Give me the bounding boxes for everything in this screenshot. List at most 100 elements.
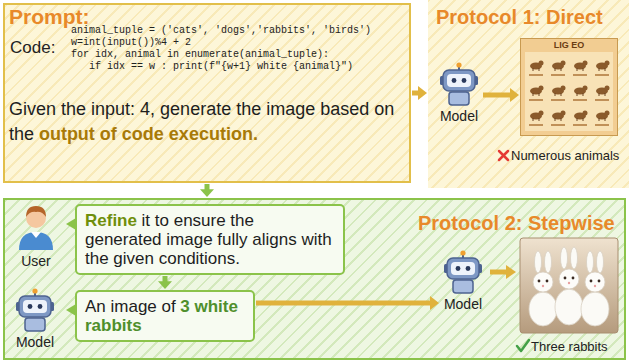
animal-leg [599,93,600,96]
rabbit-eye [538,280,541,283]
panel-title: Protocol 1: Direct [436,6,603,29]
animal-caption-line [595,99,609,101]
rabbit-ear [587,251,594,273]
antenna-tip [460,250,465,255]
icon-label: Model [440,108,478,125]
speech-bubble: Refineit to ensure the generated image f… [75,204,345,275]
icon-label: Model [444,296,482,313]
text-slot: w=int(input())%4 + 2 [71,37,191,49]
user-collar [31,232,41,238]
animal-caption-line [529,99,543,101]
picture-title: LIG EO [521,40,617,51]
rabbit-nose [568,282,570,284]
robot-face [451,262,475,275]
text-slot: Three rabbits [531,339,608,354]
text-slot: for idx, animal in enumerate(animal_tupl… [71,49,329,61]
rabbit [529,251,557,326]
icon-art [439,62,479,106]
robot-eye [452,78,457,83]
rabbit-head [533,272,553,292]
bubble-tail-shape [66,304,76,316]
animal-leg [583,118,584,121]
animal-leg [561,68,562,71]
rabbit-picture [520,238,618,333]
bubble-tail-shape [66,218,76,230]
animal-caption-line [595,124,609,126]
icon-art [14,203,58,251]
antenna-tip [32,288,37,293]
code-line: for idx, animal in enumerate(animal_tupl… [71,49,329,61]
rabbit-eye [590,280,593,283]
robot-eye [466,266,471,271]
generated-image: LIG EO [520,38,618,136]
animal-head [583,111,588,116]
animal-caption-line [551,74,565,76]
animal-head [561,61,566,66]
animal-leg [599,118,600,121]
robot-body [453,280,473,293]
animal-leg [533,68,534,71]
rabbit-eye [572,277,575,280]
robot-head [19,296,51,317]
animal-leg [605,93,606,96]
animal-leg [539,68,540,71]
animal-caption-line [529,74,543,76]
rabbit-body [581,292,609,326]
icon-art [15,288,55,332]
model-icon: Model [440,250,486,316]
animal-leg [533,93,534,96]
robot-body [25,318,45,331]
arrow-head [200,189,214,197]
code-line: w=int(input())%4 + 2 [71,37,191,49]
rabbit [555,247,583,325]
text-slot: Given the input: 4, generate the image b… [9,97,405,147]
picture-panel [525,52,613,131]
highlight-text: output of code execution. [39,124,258,144]
animal-grid-picture [521,39,617,135]
animal-leg [533,118,534,121]
model-icon: Model [436,62,482,128]
antenna-tip [456,62,461,67]
robot-icon [439,62,479,106]
robot-eye [28,304,33,309]
rabbit-nose [542,285,544,287]
text-slot: Protocol 1: Direct [436,6,603,29]
rabbit-ear [571,247,578,269]
bubble-tail [66,218,76,230]
user-icon [14,203,58,251]
animal-head [539,111,544,116]
model-icon: Model [10,288,60,354]
rabbit-ear [597,251,604,273]
animal-head [583,61,588,66]
bubble-tail [66,304,76,316]
animal-leg [583,68,584,71]
robot-eye [456,266,461,271]
rabbit [581,251,609,326]
picture-art [521,39,617,135]
animal-leg [577,68,578,71]
rabbit-body [555,289,583,325]
animal-head [583,86,588,91]
animal-head [539,61,544,66]
bubble-text: An image of [85,297,176,316]
animal-leg [605,118,606,121]
animal-head [561,111,566,116]
caption-text: Three rabbits [531,339,608,354]
user-hair [26,206,46,217]
prompt-text: Given the input: 4, generate the image b… [9,97,405,147]
text-slot: LIG EO [521,40,617,51]
user-icon: User [10,203,62,269]
animal-leg [577,93,578,96]
animal-caption-line [551,124,565,126]
rabbit-eye [564,277,567,280]
rabbit-ear [561,247,568,269]
robot-face [447,74,471,87]
prompt-panel: Prompt:Code:animal_tuple = ('cats', 'dog… [3,3,411,183]
icon-label: Model [16,334,54,351]
animal-leg [561,93,562,96]
animal-head [605,61,610,66]
rabbit-nose [594,285,596,287]
animal-leg [555,68,556,71]
code-line: if idx == w : print(f"{w+1} white {anima… [89,61,353,73]
animal-leg [605,68,606,71]
